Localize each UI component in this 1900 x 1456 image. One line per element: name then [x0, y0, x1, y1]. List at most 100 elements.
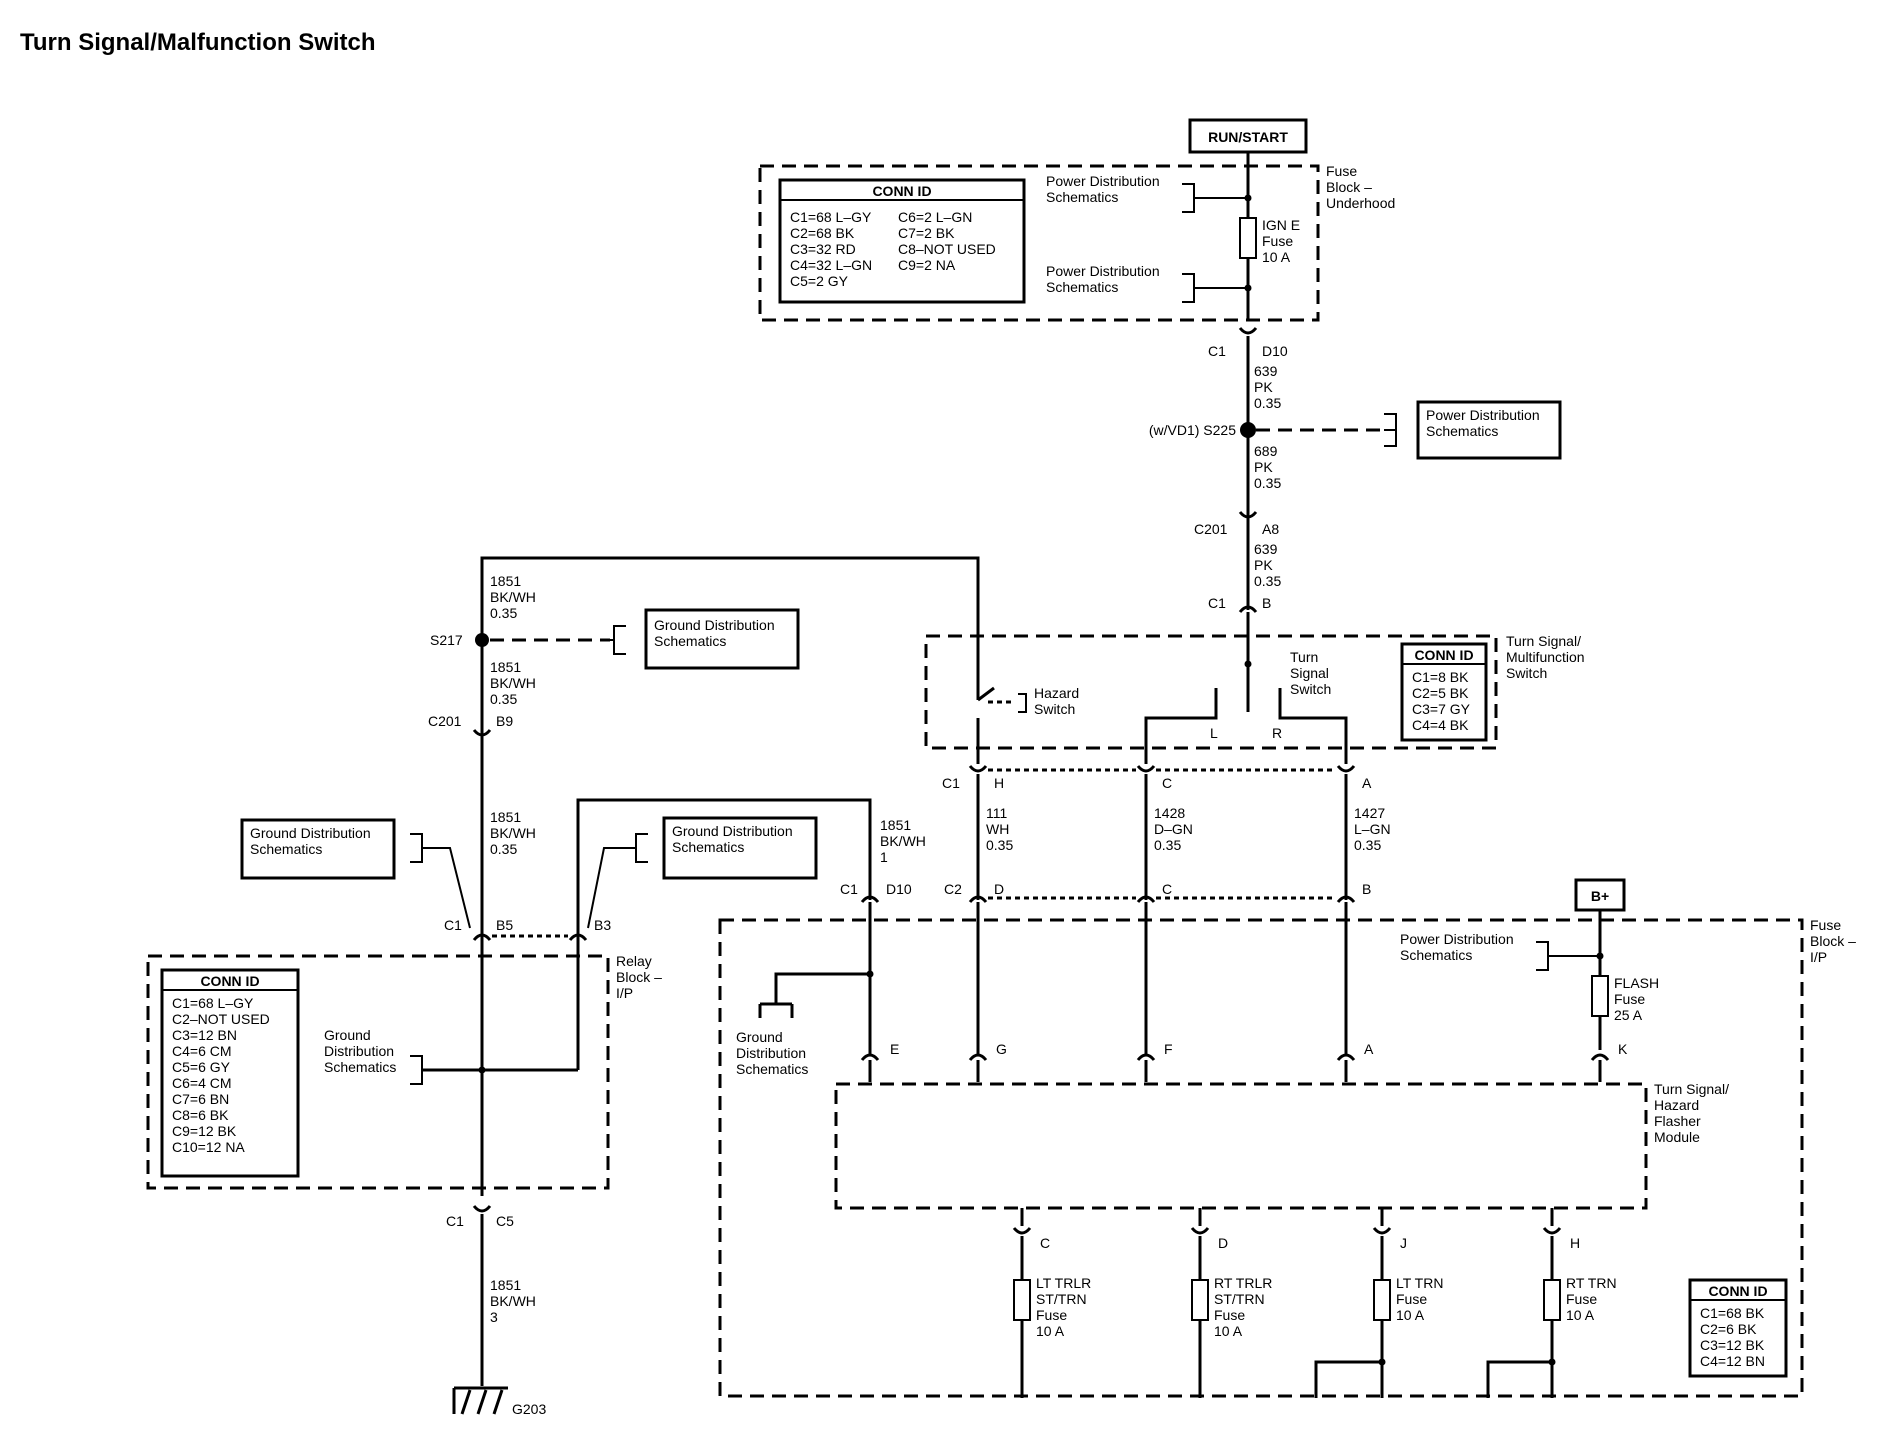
flasher-module [834, 1082, 1648, 1210]
feed-c201-label: C201 [1194, 521, 1228, 537]
svg-text:1851: 1851 [490, 809, 521, 825]
wire-111-label: 111 WH 0.35 [986, 805, 1013, 853]
wire-1851-right-loop [576, 798, 872, 940]
svg-text:Switch: Switch [1290, 681, 1331, 697]
svg-text:C1=8 BK: C1=8 BK [1412, 669, 1469, 685]
s225-pd-box [1416, 400, 1562, 460]
switch-conn-id-title: CONN ID [1414, 647, 1473, 663]
svg-text:Schematics: Schematics [1046, 279, 1118, 295]
pin-a-label: A [1364, 1041, 1374, 1057]
svg-text:C8–NOT USED: C8–NOT USED [898, 241, 996, 257]
module-input-pins [860, 1053, 1610, 1082]
rt-trlr-fuse-label: RT TRLR ST/TRN Fuse 10 A [1214, 1275, 1272, 1339]
flash-fuse [1591, 975, 1609, 1017]
svg-text:0.35: 0.35 [1254, 395, 1281, 411]
underhood-label: Fuse Block – Underhood [1326, 163, 1395, 211]
svg-text:L–GN: L–GN [1354, 821, 1391, 837]
switch-conn-id-box [1400, 642, 1488, 742]
svg-text:Underhood: Underhood [1326, 195, 1395, 211]
out-pin-j-label: J [1400, 1235, 1407, 1251]
svg-text:0.35: 0.35 [986, 837, 1013, 853]
svg-text:C3=12 BN: C3=12 BN [172, 1027, 237, 1043]
relay-c1b-label: C1 [446, 1213, 464, 1229]
svg-text:C2–NOT USED: C2–NOT USED [172, 1011, 270, 1027]
switch-h-label: H [994, 775, 1004, 791]
svg-text:Block –: Block – [1810, 933, 1856, 949]
svg-text:Schematics: Schematics [324, 1059, 396, 1075]
svg-text:C7=6 BN: C7=6 BN [172, 1091, 229, 1107]
svg-text:Schematics: Schematics [1400, 947, 1472, 963]
svg-text:639: 639 [1254, 363, 1278, 379]
out-pin-d-label: D [1218, 1235, 1228, 1251]
svg-text:C3=32 RD: C3=32 RD [790, 241, 856, 257]
gd-box-right-text: Ground Distribution Schematics [672, 823, 793, 855]
left-c201-label: C201 [428, 713, 462, 729]
svg-text:RT TRN: RT TRN [1566, 1275, 1617, 1291]
c1-d10-lower-connector [860, 895, 880, 903]
svg-text:Schematics: Schematics [1426, 423, 1498, 439]
svg-text:ST/TRN: ST/TRN [1214, 1291, 1265, 1307]
svg-text:Fuse: Fuse [1036, 1307, 1067, 1323]
svg-text:C3=7 GY: C3=7 GY [1412, 701, 1471, 717]
wire-1851-top-label: 1851 BK/WH 0.35 [490, 573, 536, 621]
svg-text:111: 111 [986, 805, 1007, 821]
splice-s225-label: (w/VD1) S225 [1149, 422, 1236, 438]
svg-text:PK: PK [1254, 557, 1273, 573]
feed-c1-label: C1 [1208, 343, 1226, 359]
svg-text:10 A: 10 A [1262, 249, 1291, 265]
switch-l-label: L [1210, 725, 1218, 741]
svg-text:Schematics: Schematics [250, 841, 322, 857]
svg-text:Power Distribution: Power Distribution [1400, 931, 1514, 947]
lt-trn-fuse [1373, 1279, 1391, 1321]
c2-d-label: D [994, 881, 1004, 897]
relay-pin-b5 [472, 933, 492, 941]
svg-text:PK: PK [1254, 379, 1273, 395]
module-output-pins [1012, 1208, 1562, 1235]
svg-text:Schematics: Schematics [654, 633, 726, 649]
svg-text:1428: 1428 [1154, 805, 1185, 821]
svg-text:Power Distribution: Power Distribution [1426, 407, 1540, 423]
ground-symbol [452, 1386, 508, 1415]
hazard-switch-label: Hazard Switch [1034, 685, 1079, 717]
c1-d10-connector [1238, 327, 1258, 335]
gd-box-left [240, 818, 396, 880]
svg-text:Schematics: Schematics [736, 1061, 808, 1077]
relay-c1-c5-connector [472, 1205, 492, 1213]
svg-text:Switch: Switch [1034, 701, 1075, 717]
svg-text:I/P: I/P [1810, 949, 1827, 965]
rt-trn-branch [1486, 1360, 1552, 1398]
svg-text:Fuse: Fuse [1262, 233, 1293, 249]
svg-text:C9=12 BK: C9=12 BK [172, 1123, 237, 1139]
svg-text:Ground: Ground [324, 1027, 371, 1043]
svg-text:Ground Distribution: Ground Distribution [672, 823, 793, 839]
svg-text:0.35: 0.35 [1254, 475, 1281, 491]
ground-g203-label: G203 [512, 1401, 546, 1417]
wire-1851-main [480, 556, 980, 940]
c2-label: C2 [944, 881, 962, 897]
svg-text:10 A: 10 A [1214, 1323, 1243, 1339]
underhood-fuse-block [758, 164, 1320, 322]
svg-text:0.35: 0.35 [1254, 573, 1281, 589]
feed-b-label: B [1262, 595, 1271, 611]
svg-text:C2=6 BK: C2=6 BK [1700, 1321, 1757, 1337]
svg-text:689: 689 [1254, 443, 1278, 459]
svg-text:Power Distribution: Power Distribution [1046, 173, 1160, 189]
pin-g-label: G [996, 1041, 1007, 1057]
svg-text:C2=5 BK: C2=5 BK [1412, 685, 1469, 701]
splice-s217 [475, 633, 489, 647]
switch-c1-label: C1 [942, 775, 960, 791]
c1-d10-lower-c1: C1 [840, 881, 858, 897]
c201-b9-connector [472, 729, 492, 737]
rt-trn-fuse-label: RT TRN Fuse 10 A [1566, 1275, 1617, 1323]
svg-text:C5=6 GY: C5=6 GY [172, 1059, 231, 1075]
svg-text:C6=4 CM: C6=4 CM [172, 1075, 232, 1091]
svg-text:C10=12 NA: C10=12 NA [172, 1139, 245, 1155]
svg-text:ST/TRN: ST/TRN [1036, 1291, 1087, 1307]
svg-text:Switch: Switch [1506, 665, 1547, 681]
wire-1851-gnd-label: 1851 BK/WH 3 [490, 1277, 536, 1325]
switch-c-label: C [1162, 775, 1172, 791]
underhood-pd-ref-top: Power Distribution Schematics [1046, 173, 1252, 213]
relay-conn-id-box [160, 968, 300, 1178]
svg-text:PK: PK [1254, 459, 1273, 475]
gd-box-right [662, 816, 818, 880]
